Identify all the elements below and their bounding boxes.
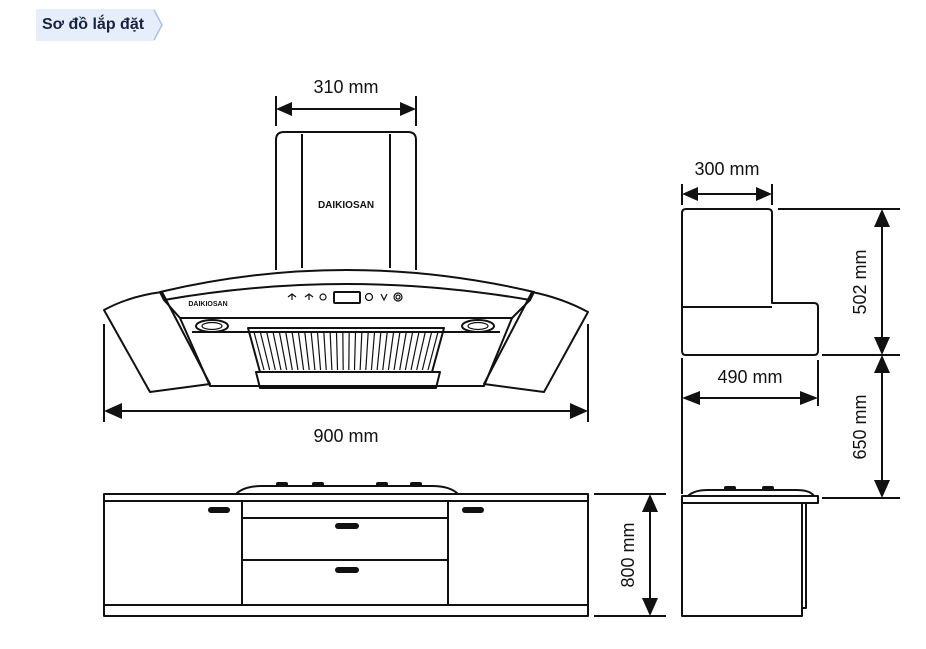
grille-bar (365, 331, 369, 371)
control-panel (287, 291, 403, 304)
hood-front-view: DAIKIOSAN DAIKIOSAN (103, 131, 589, 393)
hob-side (687, 489, 815, 497)
grille-bar (323, 331, 327, 371)
label-mount-gap: 650 mm (850, 394, 870, 459)
label-chimney-width: 310 mm (313, 77, 378, 97)
section-tag: Sơ đồ lắp đặt (36, 9, 164, 41)
hood-side-view (681, 208, 819, 356)
label-hood-width: 900 mm (313, 426, 378, 446)
grille-bar (316, 331, 322, 371)
hood-side-profile (681, 208, 819, 356)
grille-bar (297, 331, 305, 371)
cabinet-side-body (681, 503, 803, 617)
hood-glass-panel (159, 269, 535, 301)
grille-bar (253, 331, 265, 371)
label-side-height: 502 mm (850, 249, 870, 314)
chevron-right-icon (150, 9, 163, 41)
grille-bar (304, 331, 310, 371)
grille-bar (427, 331, 439, 371)
grille-bar (410, 331, 420, 371)
hood-chimney (275, 131, 417, 270)
grille-bar (266, 331, 276, 371)
grille-bar (404, 331, 414, 371)
door-handle-left (208, 507, 230, 513)
dimension-hood-width: 900 mm (103, 324, 589, 446)
dimension-side-depth-top: 300 mm (681, 159, 773, 205)
door-handle-right (462, 507, 484, 513)
countertop-side (681, 495, 819, 504)
cabinet-body (103, 500, 589, 606)
label-cabinet-height: 800 mm (618, 522, 638, 587)
drawer-handle-top (335, 523, 359, 529)
grille-bar (382, 331, 388, 371)
grille-bar (278, 331, 288, 371)
grille-bar (387, 331, 395, 371)
grille-bar (393, 331, 401, 371)
grille-bar (353, 331, 357, 371)
grille-bar (291, 331, 299, 371)
panel-logo: DAIKIOSAN (188, 301, 227, 308)
section-title: Sơ đồ lắp đặt (42, 16, 145, 33)
grille-bar (359, 331, 363, 371)
drawer-handle-bottom (335, 567, 359, 573)
label-side-depth-bottom: 490 mm (717, 367, 782, 387)
label-side-depth-top: 300 mm (694, 159, 759, 179)
dimension-mount-gap: 650 mm (822, 355, 900, 499)
chimney-logo: DAIKIOSAN (318, 200, 374, 211)
grille-bar (310, 331, 316, 371)
grille-bar (259, 331, 271, 371)
dimension-chimney-width: 310 mm (275, 77, 417, 126)
hood-right-wing (483, 291, 589, 393)
grille-bar (285, 331, 293, 371)
section-tag-body: Sơ đồ lắp đặt (36, 9, 151, 41)
countertop (103, 493, 589, 502)
dimension-cabinet-height: 800 mm (594, 493, 666, 617)
grille-bar (272, 331, 282, 371)
grille-bar (376, 331, 382, 371)
grille-bar (399, 331, 407, 371)
grille-bar (329, 331, 333, 371)
cabinet-front-view (103, 482, 589, 617)
grille-bar (416, 331, 426, 371)
cabinet-side-view (681, 486, 819, 617)
hob (235, 485, 459, 495)
grille-bar (335, 331, 339, 371)
dimension-side-height: 502 mm (778, 208, 900, 356)
dimension-side-depth-bottom: 490 mm (681, 358, 819, 494)
hood-lower-body (179, 317, 513, 387)
grille-bar (421, 331, 433, 371)
grille-bar (370, 331, 376, 371)
